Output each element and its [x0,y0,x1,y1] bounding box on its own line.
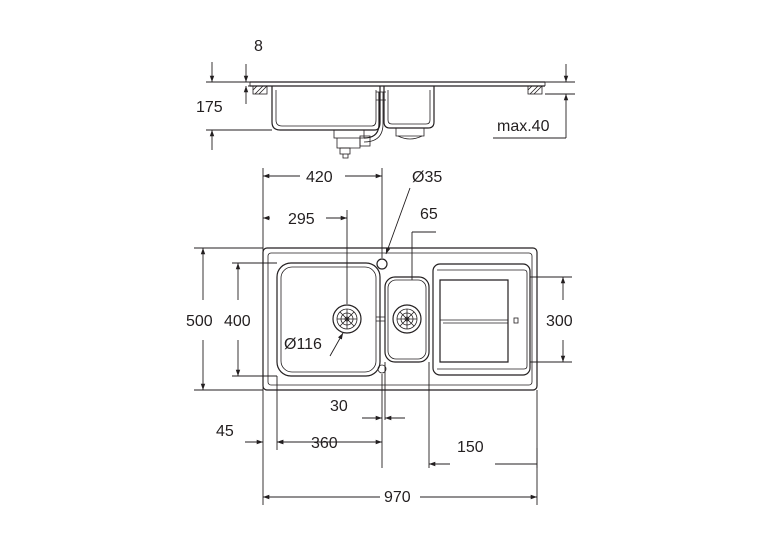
overflow-icon [377,364,387,374]
dim-main-drain-offset: 295 [288,211,315,228]
waste-fitting [333,129,371,159]
dim-tap-hole-diameter: Ø35 [412,169,442,186]
main-drain-icon [332,304,362,334]
dim-drain-diameter: Ø116 [284,336,322,353]
tap-hole-icon [376,258,388,270]
dim-small-drain-offset: 65 [420,206,438,223]
dim-overall-width: 970 [384,489,411,506]
small-drain-icon [392,304,422,334]
plan-view [194,168,572,505]
small-bowl [384,276,430,363]
dim-rim-thickness: 8 [254,38,263,55]
worktop-section-right [527,85,543,95]
side-elevation-view [206,62,575,159]
dim-small-bowl-width: 150 [457,439,484,456]
dim-max-worktop: max.40 [497,118,550,135]
dim-overall-depth: 500 [186,313,213,330]
dim-depth: 175 [196,99,223,116]
worktop-section-left [252,85,268,95]
dim-drainer-depth: 300 [546,313,573,330]
drainer [432,263,531,376]
dim-width-to-tap: 420 [306,169,333,186]
main-bowl [276,262,381,377]
dim-partition-width: 30 [330,398,348,415]
dim-edge-margin: 45 [216,423,234,440]
dim-main-bowl-width: 360 [311,435,338,452]
dim-bowl-depth: 400 [224,313,251,330]
